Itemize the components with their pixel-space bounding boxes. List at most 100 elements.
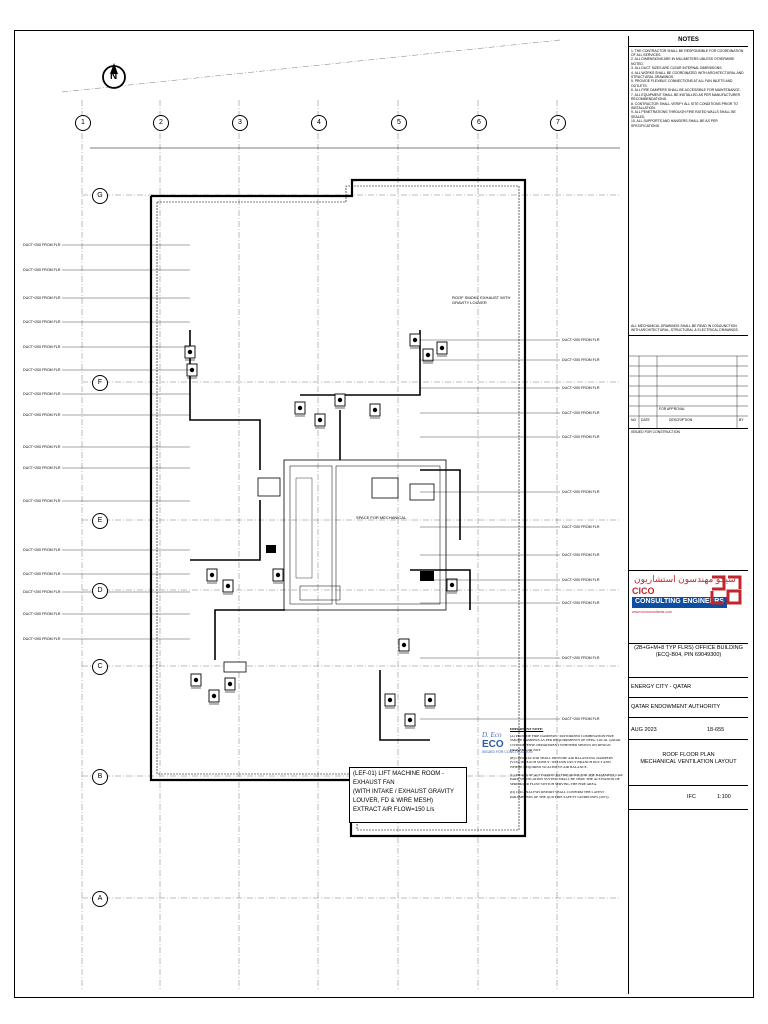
grid-bubble-top: 4 [311, 115, 327, 131]
duct-tag-left: DUCT+200 FROM FLR [23, 296, 61, 300]
revision-status: ISSUED FOR CONSTRUCTION [629, 429, 748, 572]
grid-lines [61, 39, 620, 990]
note-line: 1. THE CONTRACTOR SHALL BE RESPONSIBLE F… [631, 48, 744, 57]
project-title-line-2: (ECQ-B04, PIN 69049300) [655, 652, 722, 659]
sheet-title-line-2: MECHANICAL VENTILATION LAYOUT [640, 759, 737, 766]
duct-run [189, 330, 261, 470]
important-note: IMPORTANT NOTE: (A) PROVIDE FIRE DAMPERS… [510, 727, 623, 799]
fan-units [184, 333, 458, 729]
duct-tag-left: DUCT+200 FROM FLR [23, 368, 61, 372]
duct-run [420, 469, 461, 540]
revision-col-by: BY [739, 418, 744, 423]
project-stage: IFC [687, 794, 696, 801]
duct-tag-left: DUCT+200 FROM FLR [23, 612, 61, 616]
note-line: 3. ALL DUCT SIZES ARE CLEAR INTERNAL DIM… [631, 66, 723, 71]
duct-tag-right: DUCT+200 FROM FLR [562, 386, 600, 390]
duct-tag-right: DUCT+200 FROM FLR [562, 411, 600, 415]
title-block: NOTES 1. THE CONTRACTOR SHALL BE RESPONS… [628, 36, 748, 994]
drawing-sheet-border [14, 30, 754, 998]
grid-bubble-top: 3 [232, 115, 248, 131]
fan-hub [187, 349, 193, 355]
fan-hub [449, 582, 455, 588]
revision-grid [629, 356, 748, 429]
duct-tag-right: DUCT+200 FROM FLR [562, 601, 600, 605]
duct-tag-right: DUCT+200 FROM FLR [562, 490, 600, 494]
fan-hub [337, 397, 343, 403]
duct-tag-left: DUCT+200 FROM FLR [23, 637, 61, 641]
fan-hub [401, 642, 407, 648]
grid-bubble-left: B [92, 769, 108, 785]
project-date: AUG 2023 [631, 727, 657, 734]
duct-tag-right: DUCT+200 FROM FLR [562, 525, 600, 529]
project-job-no: 18-655 [707, 727, 725, 734]
duct-tag-left: DUCT+200 FROM FLR [23, 392, 61, 396]
fan-callout-line-2: (WITH INTAKE / EXHAUST GRAVITY LOUVER, F… [353, 789, 454, 804]
north-arrow: N [100, 62, 128, 92]
duct-tag-left: DUCT+200 FROM FLR [23, 268, 61, 272]
project-scale: 1:100 [717, 794, 731, 801]
revision-col-no: NO [631, 418, 637, 423]
sheet-title-line-1: ROOF FLOOR PLAN [662, 752, 715, 759]
duct-tag-left: DUCT+200 FROM FLR [23, 466, 61, 470]
note-line: 7. ALL EQUIPMENT SHALL BE INSTALLED AS P… [631, 92, 741, 102]
duct-tag-left: DUCT+200 FROM FLR [23, 445, 61, 449]
duct-tag-right: DUCT+200 FROM FLR [562, 578, 600, 582]
leader-lines [62, 244, 560, 720]
consultant-site: www.cicoconsultants.com [632, 609, 672, 614]
important-note-c: (C) MEANS OF ACTIVATION TO FIRE MODE FOR… [510, 772, 623, 787]
duct-tag-right: DUCT+200 FROM FLR [562, 717, 600, 721]
grid-bubble-left: A [92, 891, 108, 907]
grid-bubble-left: D [92, 583, 108, 599]
notes-title: NOTES [629, 36, 748, 47]
duct-tag-left: DUCT+200 FROM FLR [23, 413, 61, 417]
duct-run [214, 609, 285, 660]
fan-hub [412, 337, 418, 343]
notes-list: 1. THE CONTRACTOR SHALL BE RESPONSIBLE F… [629, 47, 748, 321]
duct-tag-right: DUCT+200 FROM FLR [562, 435, 600, 439]
note-line: 6. ALL FIRE DAMPERS SHALL BE ACCESSIBLE … [631, 88, 741, 93]
duct-tag-right: DUCT+200 FROM FLR [562, 553, 600, 557]
date-job-row: AUG 2023 18-655 [629, 718, 748, 741]
grid-bubble-left: G [92, 188, 108, 204]
grid-bubble-top: 6 [471, 115, 487, 131]
stamp-signature: D. Eco [482, 731, 502, 739]
project-client: QATAR ENDOWMENT AUTHORITY [629, 698, 748, 719]
duct-tag-left: DUCT+200 FROM FLR [23, 499, 61, 503]
note-line: 10. ALL SUPPORTS AND HANGERS SHALL BE AS… [631, 119, 718, 128]
fan-callout-line-3: EXTRACT AIR FLOW=150 L/s [353, 807, 435, 813]
consultant-name-ar: سيكو مهندسون استشاريون [634, 574, 736, 585]
note-line: 4. ALL WORKS SHALL BE COORDINATED WITH A… [631, 70, 744, 80]
shaft-label: SPACE FOR MECHANICAL [356, 515, 407, 520]
roof-label: ROOF SMOKE EXHAUST WITH GRAVITY LOUVER [452, 295, 511, 305]
fan-hub [189, 367, 195, 373]
fan-hub [275, 572, 281, 578]
grid-bubble-left: C [92, 659, 108, 675]
stamp-sub: ISSUED FOR CONSTRUCTION [482, 750, 533, 754]
important-note-a: (A) PROVIDE FIRE DAMPERS / MOTORIZED COM… [510, 733, 621, 752]
stamp-name: ECO [482, 739, 504, 750]
note-line: 8. CONTRACTOR SHALL VERIFY ALL SITE COND… [631, 101, 738, 110]
fan-hub [227, 681, 233, 687]
north-arrow-icon [102, 63, 126, 89]
grid-bubble-left: F [92, 375, 108, 391]
fan-hub [225, 583, 231, 589]
duct-tag-right: DUCT+200 FROM FLR [562, 338, 600, 342]
scale-stage-row: IFC 1:100 [629, 786, 748, 811]
grid-bubble-top: 5 [391, 115, 407, 131]
duct-tag-left: DUCT+200 FROM FLR [23, 590, 61, 594]
duct-tag-left: DUCT+200 FROM FLR [23, 572, 61, 576]
important-note-d: (D) CFD ANALYSIS REPORT SHALL CONFIRM TH… [510, 789, 610, 799]
fan-callout-line-1: (LEF-01) LIFT MACHINE ROOM - EXHAUST FAN [353, 771, 444, 786]
fan-hub [193, 677, 199, 683]
fan-callout-box: (LEF-01) LIFT MACHINE ROOM - EXHAUST FAN… [349, 767, 467, 823]
fan-hub [372, 407, 378, 413]
grid-bubble-top: 2 [153, 115, 169, 131]
note-line: 9. ALL PENETRATIONS THROUGH FIRE RATED W… [631, 110, 736, 119]
consultant-logo: سيكو مهندسون استشاريون CICO CONSULTING E… [629, 571, 748, 645]
fan-hub [425, 352, 431, 358]
project-title-line-1: (2B+G+M+8 TYP FLRS) OFFICE BUILDING [634, 645, 743, 652]
important-note-b: (B) CONTRACTOR SHALL PROVIDE AIR BALANCI… [510, 755, 613, 770]
fan-hub [317, 417, 323, 423]
duct-tag-left: DUCT+200 FROM FLR [23, 345, 61, 349]
duct-tag-left: DUCT+200 FROM FLR [23, 320, 61, 324]
